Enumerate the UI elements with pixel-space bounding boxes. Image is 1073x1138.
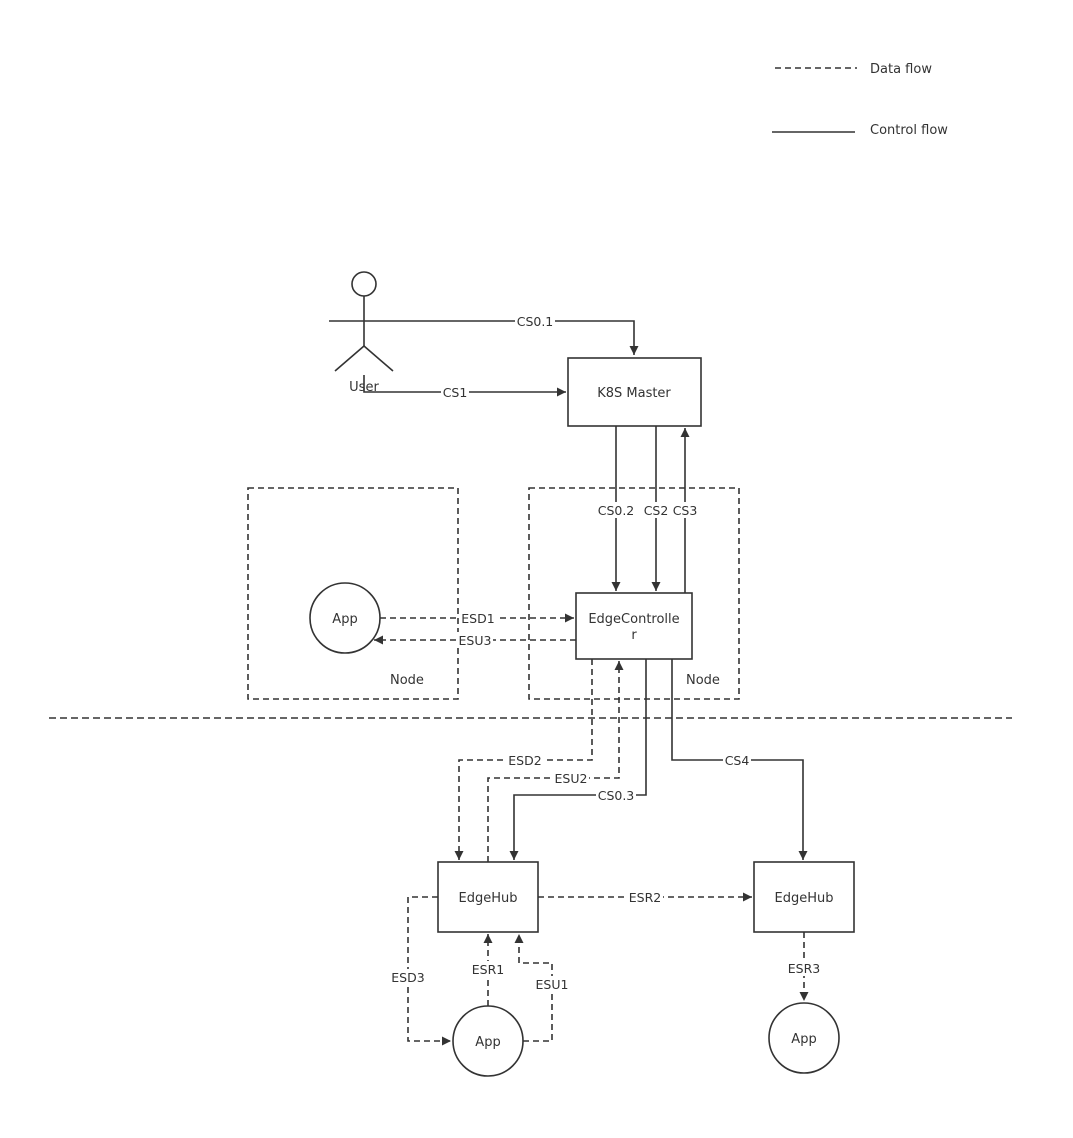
k8s-master-label: K8S Master	[597, 386, 671, 401]
label-cs1: CS1	[443, 385, 468, 400]
legend-control-flow-label: Control flow	[870, 123, 948, 138]
user-leg-right	[363, 345, 394, 372]
app-cloud-circle	[309, 582, 381, 654]
app-right-circle	[768, 1002, 840, 1074]
label-cs3: CS3	[673, 503, 698, 518]
node-group-right: Node	[528, 487, 740, 700]
label-esr2: ESR2	[629, 890, 661, 905]
edge-labels: CS0.1 CS1 CS0.2 CS2 CS3 ESD1 ESU3 ESD2 E…	[390, 313, 822, 992]
label-esd2: ESD2	[508, 753, 541, 768]
node-group-left-border	[247, 487, 459, 700]
label-bg-cs0-1	[515, 313, 555, 329]
legend-data-flow-label: Data flow	[870, 62, 932, 77]
label-cs0-1: CS0.1	[517, 314, 554, 329]
label-bg-cs4	[723, 752, 751, 768]
edgehub-right-box	[753, 861, 855, 933]
label-bg-esr3	[786, 960, 822, 976]
label-bg-esd3	[390, 969, 426, 985]
label-bg-cs3	[671, 502, 699, 518]
label-esd3: ESD3	[391, 970, 424, 985]
label-esd1: ESD1	[461, 611, 494, 626]
edgehub-right-label: EdgeHub	[775, 891, 834, 906]
edgehub-left-label: EdgeHub	[459, 891, 518, 906]
label-cs4: CS4	[725, 753, 750, 768]
label-bg-cs0-2	[596, 502, 636, 518]
label-bg-cs1	[441, 384, 469, 400]
legend: Data flow Control flow	[772, 62, 948, 138]
app-left-node: App	[452, 1005, 524, 1077]
label-esu3: ESU3	[459, 633, 492, 648]
node-group-right-border	[528, 487, 740, 700]
label-cs2: CS2	[644, 503, 669, 518]
edgehub-right-node: EdgeHub	[753, 861, 855, 933]
edge-esd2	[454, 659, 593, 860]
edgehub-left-node: EdgeHub	[437, 861, 539, 933]
label-bg-esr1	[470, 961, 506, 977]
label-bg-esu3	[457, 632, 493, 648]
label-esr1: ESR1	[472, 962, 504, 977]
label-bg-esu2	[553, 770, 589, 786]
label-cs0-3: CS0.3	[598, 788, 635, 803]
k8s-master-box	[567, 357, 702, 427]
label-bg-esr2	[627, 889, 663, 905]
edge-controller-node: EdgeControlle r	[575, 592, 693, 660]
label-bg-cs0-3	[596, 787, 636, 803]
edgehub-left-box	[437, 861, 539, 933]
edge-cs0-3	[509, 659, 647, 860]
edge-cs1	[363, 375, 566, 397]
app-left-circle	[452, 1005, 524, 1077]
edge-esu2	[487, 661, 624, 862]
node-group-left: Node	[247, 487, 459, 700]
label-esr3: ESR3	[788, 961, 820, 976]
app-cloud-label: App	[332, 612, 357, 627]
edge-controller-box	[575, 592, 693, 660]
user-head	[351, 271, 377, 297]
label-esu2: ESU2	[555, 771, 588, 786]
node-group-left-label: Node	[390, 673, 424, 688]
app-cloud-node: App	[309, 582, 381, 654]
label-bg-cs2	[642, 502, 670, 518]
edge-cs0-1	[399, 320, 639, 355]
app-right-label: App	[791, 1032, 816, 1047]
node-group-right-label: Node	[686, 673, 720, 688]
label-esu1: ESU1	[536, 977, 569, 992]
label-bg-esd2	[507, 752, 543, 768]
app-left-label: App	[475, 1035, 500, 1050]
user-leg-left	[334, 345, 365, 372]
label-bg-esu1	[534, 976, 570, 992]
edge-controller-label-line1: EdgeControlle	[588, 612, 679, 627]
edge-controller-label-line2: r	[631, 628, 637, 643]
label-bg-esd1	[460, 610, 496, 626]
k8s-master-node: K8S Master	[567, 357, 702, 427]
label-cs0-2: CS0.2	[598, 503, 635, 518]
app-right-node: App	[768, 1002, 840, 1074]
